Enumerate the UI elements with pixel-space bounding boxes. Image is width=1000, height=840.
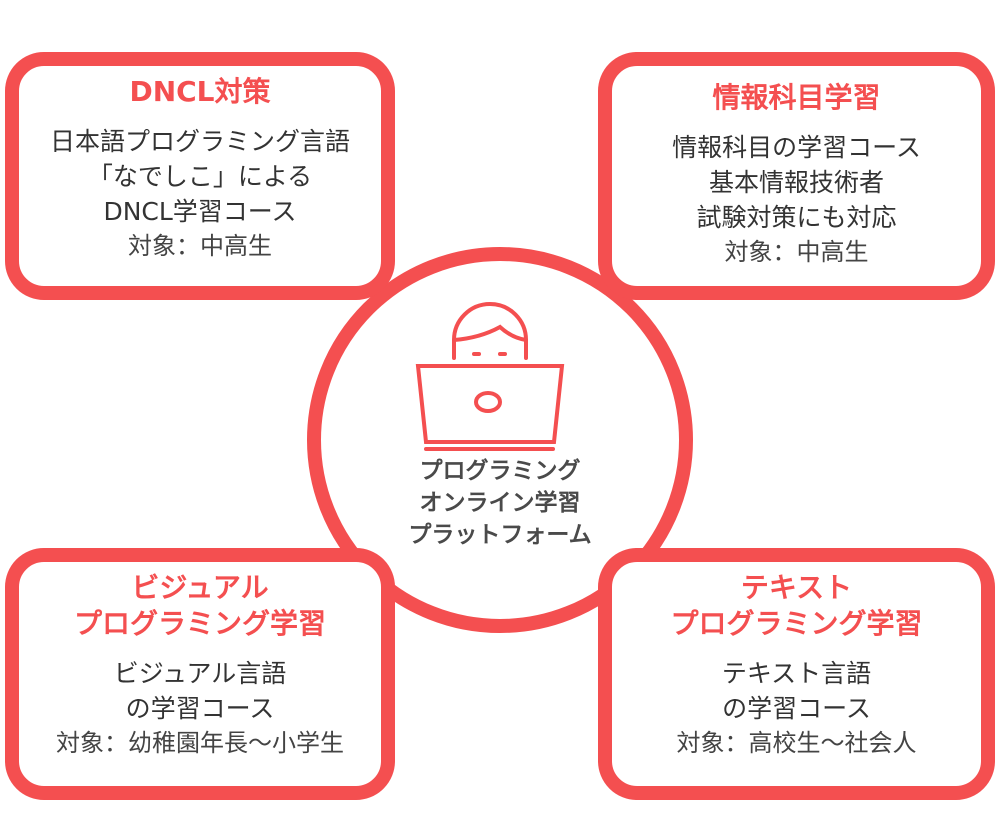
box-frame-info	[598, 52, 995, 300]
card-title: 情報科目学習	[712, 81, 881, 114]
card-title: ビジュアル	[131, 571, 269, 604]
card-target: 対象：中高生	[128, 232, 272, 260]
card-body-line: ビジュアル言語	[113, 659, 287, 688]
card-body-line: 日本語プログラミング言語	[49, 127, 350, 156]
center-line: プログラミング	[419, 458, 581, 484]
card-body-line: 「なでしこ」による	[87, 162, 313, 191]
center-line: プラットフォーム	[408, 522, 592, 548]
box-frame-visual	[5, 548, 395, 800]
person-laptop-icon	[415, 302, 565, 451]
center-label: プログラミング オンライン学習 プラットフォーム	[360, 455, 640, 551]
card-dncl: DNCL対策 日本語プログラミング言語 「なでしこ」による DNCL学習コース …	[19, 74, 381, 264]
card-title: プログラミング学習	[73, 607, 326, 640]
card-body-line: の学習コース	[722, 694, 871, 723]
card-target: 対象：高校生〜社会人	[676, 729, 917, 757]
card-body-line: テキスト言語	[721, 659, 872, 688]
box-frame-text	[598, 548, 995, 800]
card-text: テキスト プログラミング学習 テキスト言語 の学習コース 対象：高校生〜社会人	[612, 570, 981, 761]
center-line: オンライン学習	[419, 490, 581, 516]
card-body-line: DNCL学習コース	[103, 197, 297, 226]
card-body-line: 試験対策にも対応	[696, 203, 897, 232]
card-title: プログラミング学習	[670, 607, 923, 640]
card-info: 情報科目学習 情報科目の学習コース 基本情報技術者 試験対策にも対応 対象：中高…	[612, 80, 981, 270]
card-body-line: の学習コース	[125, 694, 275, 723]
card-body-line: 情報科目の学習コース	[672, 133, 921, 162]
box-frame-dncl	[5, 52, 395, 300]
card-target: 対象：幼稚園年長〜小学生	[56, 729, 344, 757]
card-visual: ビジュアル プログラミング学習 ビジュアル言語 の学習コース 対象：幼稚園年長〜…	[19, 570, 381, 761]
card-title: テキスト	[740, 571, 853, 604]
card-title: DNCL対策	[129, 75, 271, 108]
card-target: 対象：中高生	[724, 238, 869, 266]
card-body-line: 基本情報技術者	[708, 168, 884, 197]
